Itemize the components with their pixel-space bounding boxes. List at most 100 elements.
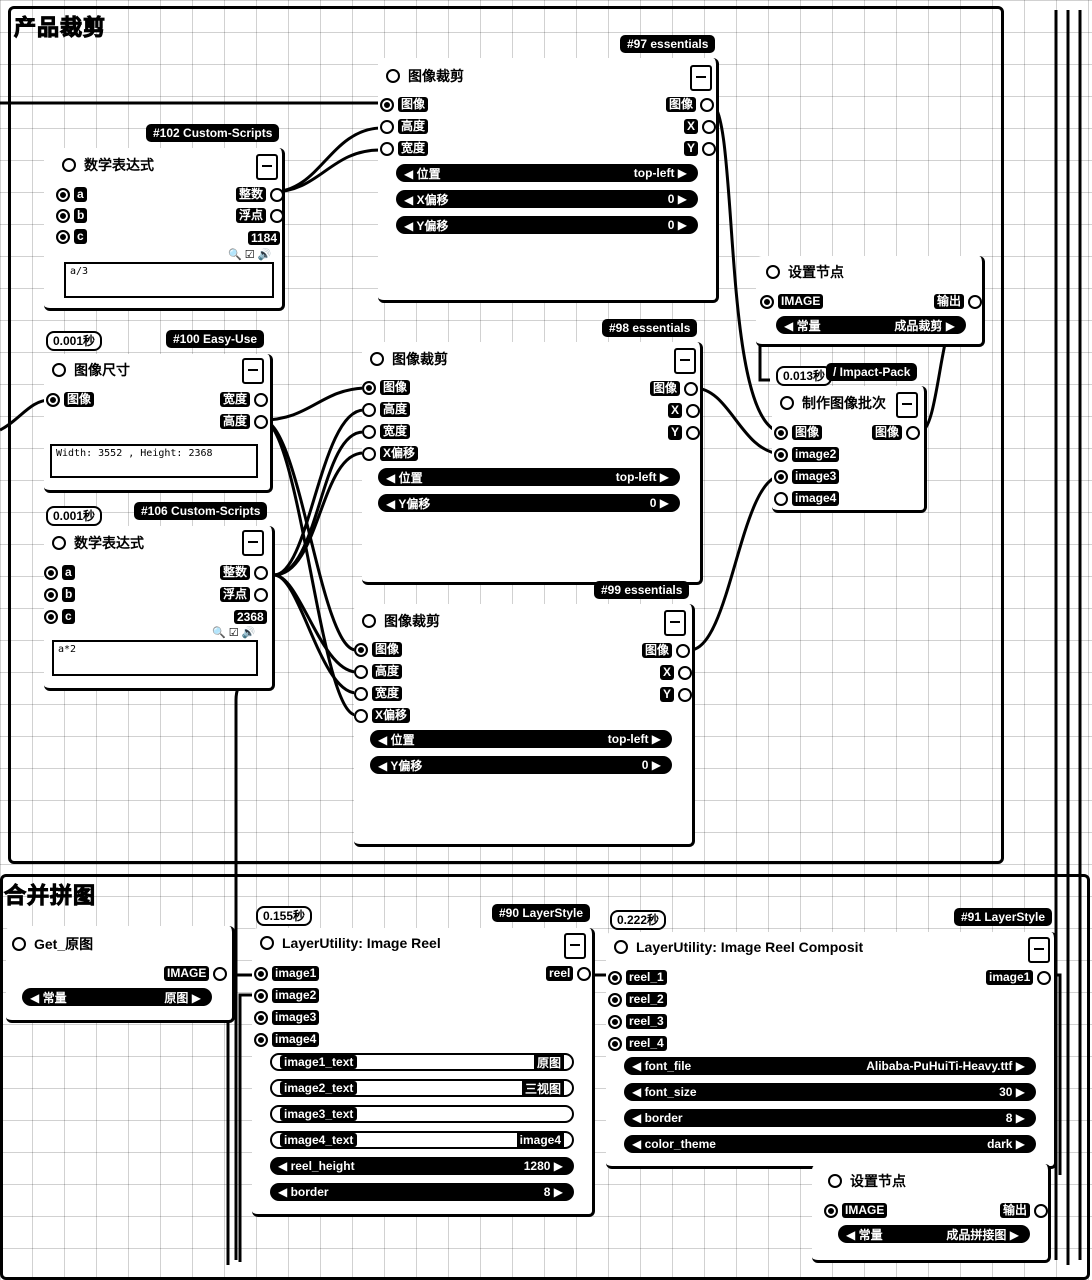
input-port[interactable]: b <box>44 587 76 602</box>
output-port[interactable]: Y <box>684 141 717 156</box>
input-port[interactable]: 图像 <box>354 642 403 657</box>
collapse-dot-icon[interactable] <box>780 396 794 410</box>
node-98-image-crop[interactable] <box>362 342 703 585</box>
input-port[interactable]: IMAGE <box>824 1203 888 1218</box>
collapse-dot-icon[interactable] <box>52 536 66 550</box>
widget-text[interactable]: ◀ 常量成品裁剪 ▶ <box>776 316 966 334</box>
output-port[interactable]: 输出 <box>934 294 983 309</box>
input-port[interactable]: 高度 <box>354 664 403 679</box>
input-port[interactable]: image3 <box>774 469 840 484</box>
output-port[interactable]: 图像 <box>872 425 921 440</box>
input-port[interactable]: image2 <box>254 988 320 1003</box>
output-port[interactable]: 输出 <box>1000 1203 1049 1218</box>
output-port[interactable]: X <box>660 665 693 680</box>
output-port[interactable]: 高度 <box>220 414 269 429</box>
input-port[interactable]: b <box>56 208 88 223</box>
input-port[interactable]: image4 <box>774 491 840 506</box>
node-title[interactable]: 设置节点 <box>766 262 844 282</box>
collapse-dot-icon[interactable] <box>260 936 274 950</box>
input-port[interactable]: reel_2 <box>608 992 667 1007</box>
node-title[interactable]: 数学表达式 <box>52 533 144 553</box>
collapse-dot-icon[interactable] <box>766 265 780 279</box>
widget-text-input[interactable]: image3_text <box>270 1105 574 1123</box>
output-port[interactable]: 浮点 <box>220 587 269 602</box>
output-port[interactable]: 整数 <box>236 187 285 202</box>
expression-textarea[interactable]: a*2 <box>52 640 258 676</box>
input-port[interactable]: reel_4 <box>608 1036 667 1051</box>
input-port[interactable]: 宽度 <box>380 141 429 156</box>
input-port[interactable]: image4 <box>254 1032 320 1047</box>
document-icon[interactable] <box>690 65 712 91</box>
node-title[interactable]: LayerUtility: Image Reel Composit <box>614 939 863 955</box>
node-get-original[interactable] <box>6 926 235 1023</box>
document-icon[interactable] <box>1028 937 1050 963</box>
document-icon[interactable] <box>896 392 918 418</box>
group-merge[interactable] <box>0 874 1090 1280</box>
toolbar-icons[interactable]: 🔍 ☑ 🔊 <box>228 249 272 261</box>
output-port[interactable]: 宽度 <box>220 392 269 407</box>
output-port[interactable]: X <box>684 119 717 134</box>
widget-text[interactable]: ◀ 常量原图 ▶ <box>22 988 212 1006</box>
input-port[interactable]: 高度 <box>380 119 429 134</box>
input-port[interactable]: reel_3 <box>608 1014 667 1029</box>
expression-textarea[interactable]: a/3 <box>64 262 274 298</box>
input-port[interactable]: c <box>44 609 75 624</box>
output-port[interactable]: 浮点 <box>236 208 285 223</box>
input-port[interactable]: 宽度 <box>354 686 403 701</box>
input-port[interactable]: 图像 <box>46 392 95 407</box>
input-port[interactable]: c <box>56 229 87 244</box>
collapse-dot-icon[interactable] <box>62 158 76 172</box>
node-title[interactable]: 图像裁剪 <box>386 66 464 86</box>
collapse-dot-icon[interactable] <box>52 363 66 377</box>
output-port[interactable]: IMAGE <box>164 966 228 981</box>
document-icon[interactable] <box>664 610 686 636</box>
size-info-textarea[interactable]: Width: 3552 , Height: 2368 <box>50 444 258 478</box>
document-icon[interactable] <box>256 154 278 180</box>
input-port[interactable]: 图像 <box>362 380 411 395</box>
input-port[interactable]: IMAGE <box>760 294 824 309</box>
output-port[interactable]: 整数 <box>220 565 269 580</box>
document-icon[interactable] <box>242 530 264 556</box>
input-port[interactable]: 图像 <box>774 425 823 440</box>
input-port[interactable]: image1 <box>254 966 320 981</box>
collapse-dot-icon[interactable] <box>362 614 376 628</box>
widget-text[interactable]: ◀ 常量成品拼接图 ▶ <box>838 1225 1030 1243</box>
input-port[interactable]: image2 <box>774 447 840 462</box>
collapse-dot-icon[interactable] <box>386 69 400 83</box>
toolbar-icons[interactable]: 🔍 ☑ 🔊 <box>212 627 256 639</box>
output-port[interactable]: X <box>668 403 701 418</box>
node-title[interactable]: 数学表达式 <box>62 155 154 175</box>
document-icon[interactable] <box>564 933 586 959</box>
document-icon[interactable] <box>674 348 696 374</box>
collapse-dot-icon[interactable] <box>828 1174 842 1188</box>
input-port[interactable]: a <box>44 565 75 580</box>
input-port[interactable]: 高度 <box>362 402 411 417</box>
input-port[interactable]: image3 <box>254 1010 320 1025</box>
collapse-dot-icon[interactable] <box>614 940 628 954</box>
collapse-dot-icon[interactable] <box>12 937 26 951</box>
node-title[interactable]: 制作图像批次 <box>780 393 886 413</box>
group-product-crop[interactable] <box>8 6 1004 864</box>
output-port[interactable]: image1 <box>986 970 1052 985</box>
document-icon[interactable] <box>242 358 264 384</box>
output-port[interactable]: 图像 <box>650 381 699 396</box>
node-title[interactable]: Get_原图 <box>12 934 93 954</box>
output-port[interactable]: Y <box>660 687 693 702</box>
node-title[interactable]: 设置节点 <box>828 1171 906 1191</box>
input-port[interactable]: 宽度 <box>362 424 411 439</box>
output-port[interactable]: reel <box>546 966 592 981</box>
output-port[interactable]: 图像 <box>666 97 715 112</box>
node-title[interactable]: 图像裁剪 <box>362 611 440 631</box>
